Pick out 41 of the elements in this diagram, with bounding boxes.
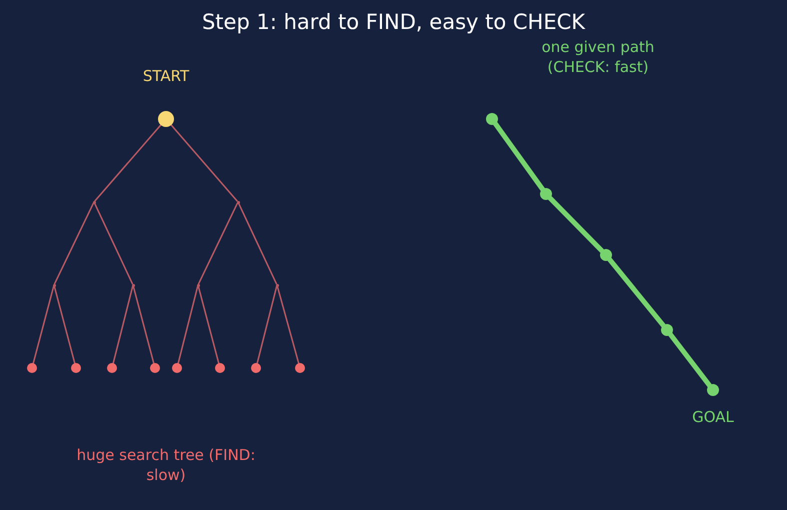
- leaf-node: [27, 363, 37, 373]
- leaf-node: [295, 363, 305, 373]
- tree-branch: [198, 202, 238, 284]
- path-line: [548, 196, 604, 254]
- path-line: [493, 121, 545, 192]
- tree-branch: [170, 124, 238, 202]
- path-line: [607, 257, 666, 328]
- tree-branch: [112, 286, 134, 364]
- goal-label: GOAL: [692, 408, 734, 426]
- tree-caption: huge search tree (FIND: slow): [76, 445, 256, 485]
- tree-branch: [54, 286, 76, 364]
- path-caption: one given path (CHECK: fast): [540, 37, 656, 77]
- tree-branch: [276, 286, 300, 364]
- branch-point: [196, 284, 200, 286]
- tree-branch: [132, 286, 154, 364]
- leaf-node: [150, 363, 160, 373]
- tree-branch: [177, 286, 198, 364]
- path-node: [661, 324, 673, 336]
- tree-branch: [54, 202, 94, 284]
- path-node: [540, 188, 552, 200]
- leaf-node: [251, 363, 261, 373]
- leaf-node: [172, 363, 182, 373]
- tree-branch: [238, 202, 278, 284]
- path-node: [486, 113, 498, 125]
- tree-branch: [256, 286, 278, 364]
- tree-branch: [94, 124, 162, 202]
- path-node: [600, 249, 612, 261]
- branch-point: [236, 200, 240, 204]
- branch-point: [52, 284, 56, 286]
- title: Step 1: hard to FIND, easy to CHECK: [200, 10, 586, 34]
- start-label: START: [142, 67, 190, 85]
- branch-point: [92, 200, 96, 204]
- leaf-node: [215, 363, 225, 373]
- path-line: [668, 332, 712, 388]
- leaf-node: [107, 363, 117, 373]
- tree-branch: [32, 286, 54, 364]
- tree-branch: [198, 286, 220, 364]
- branch-point: [132, 284, 134, 286]
- tree-branch: [94, 202, 134, 284]
- branch-point: [276, 284, 278, 286]
- leaf-node: [71, 363, 81, 373]
